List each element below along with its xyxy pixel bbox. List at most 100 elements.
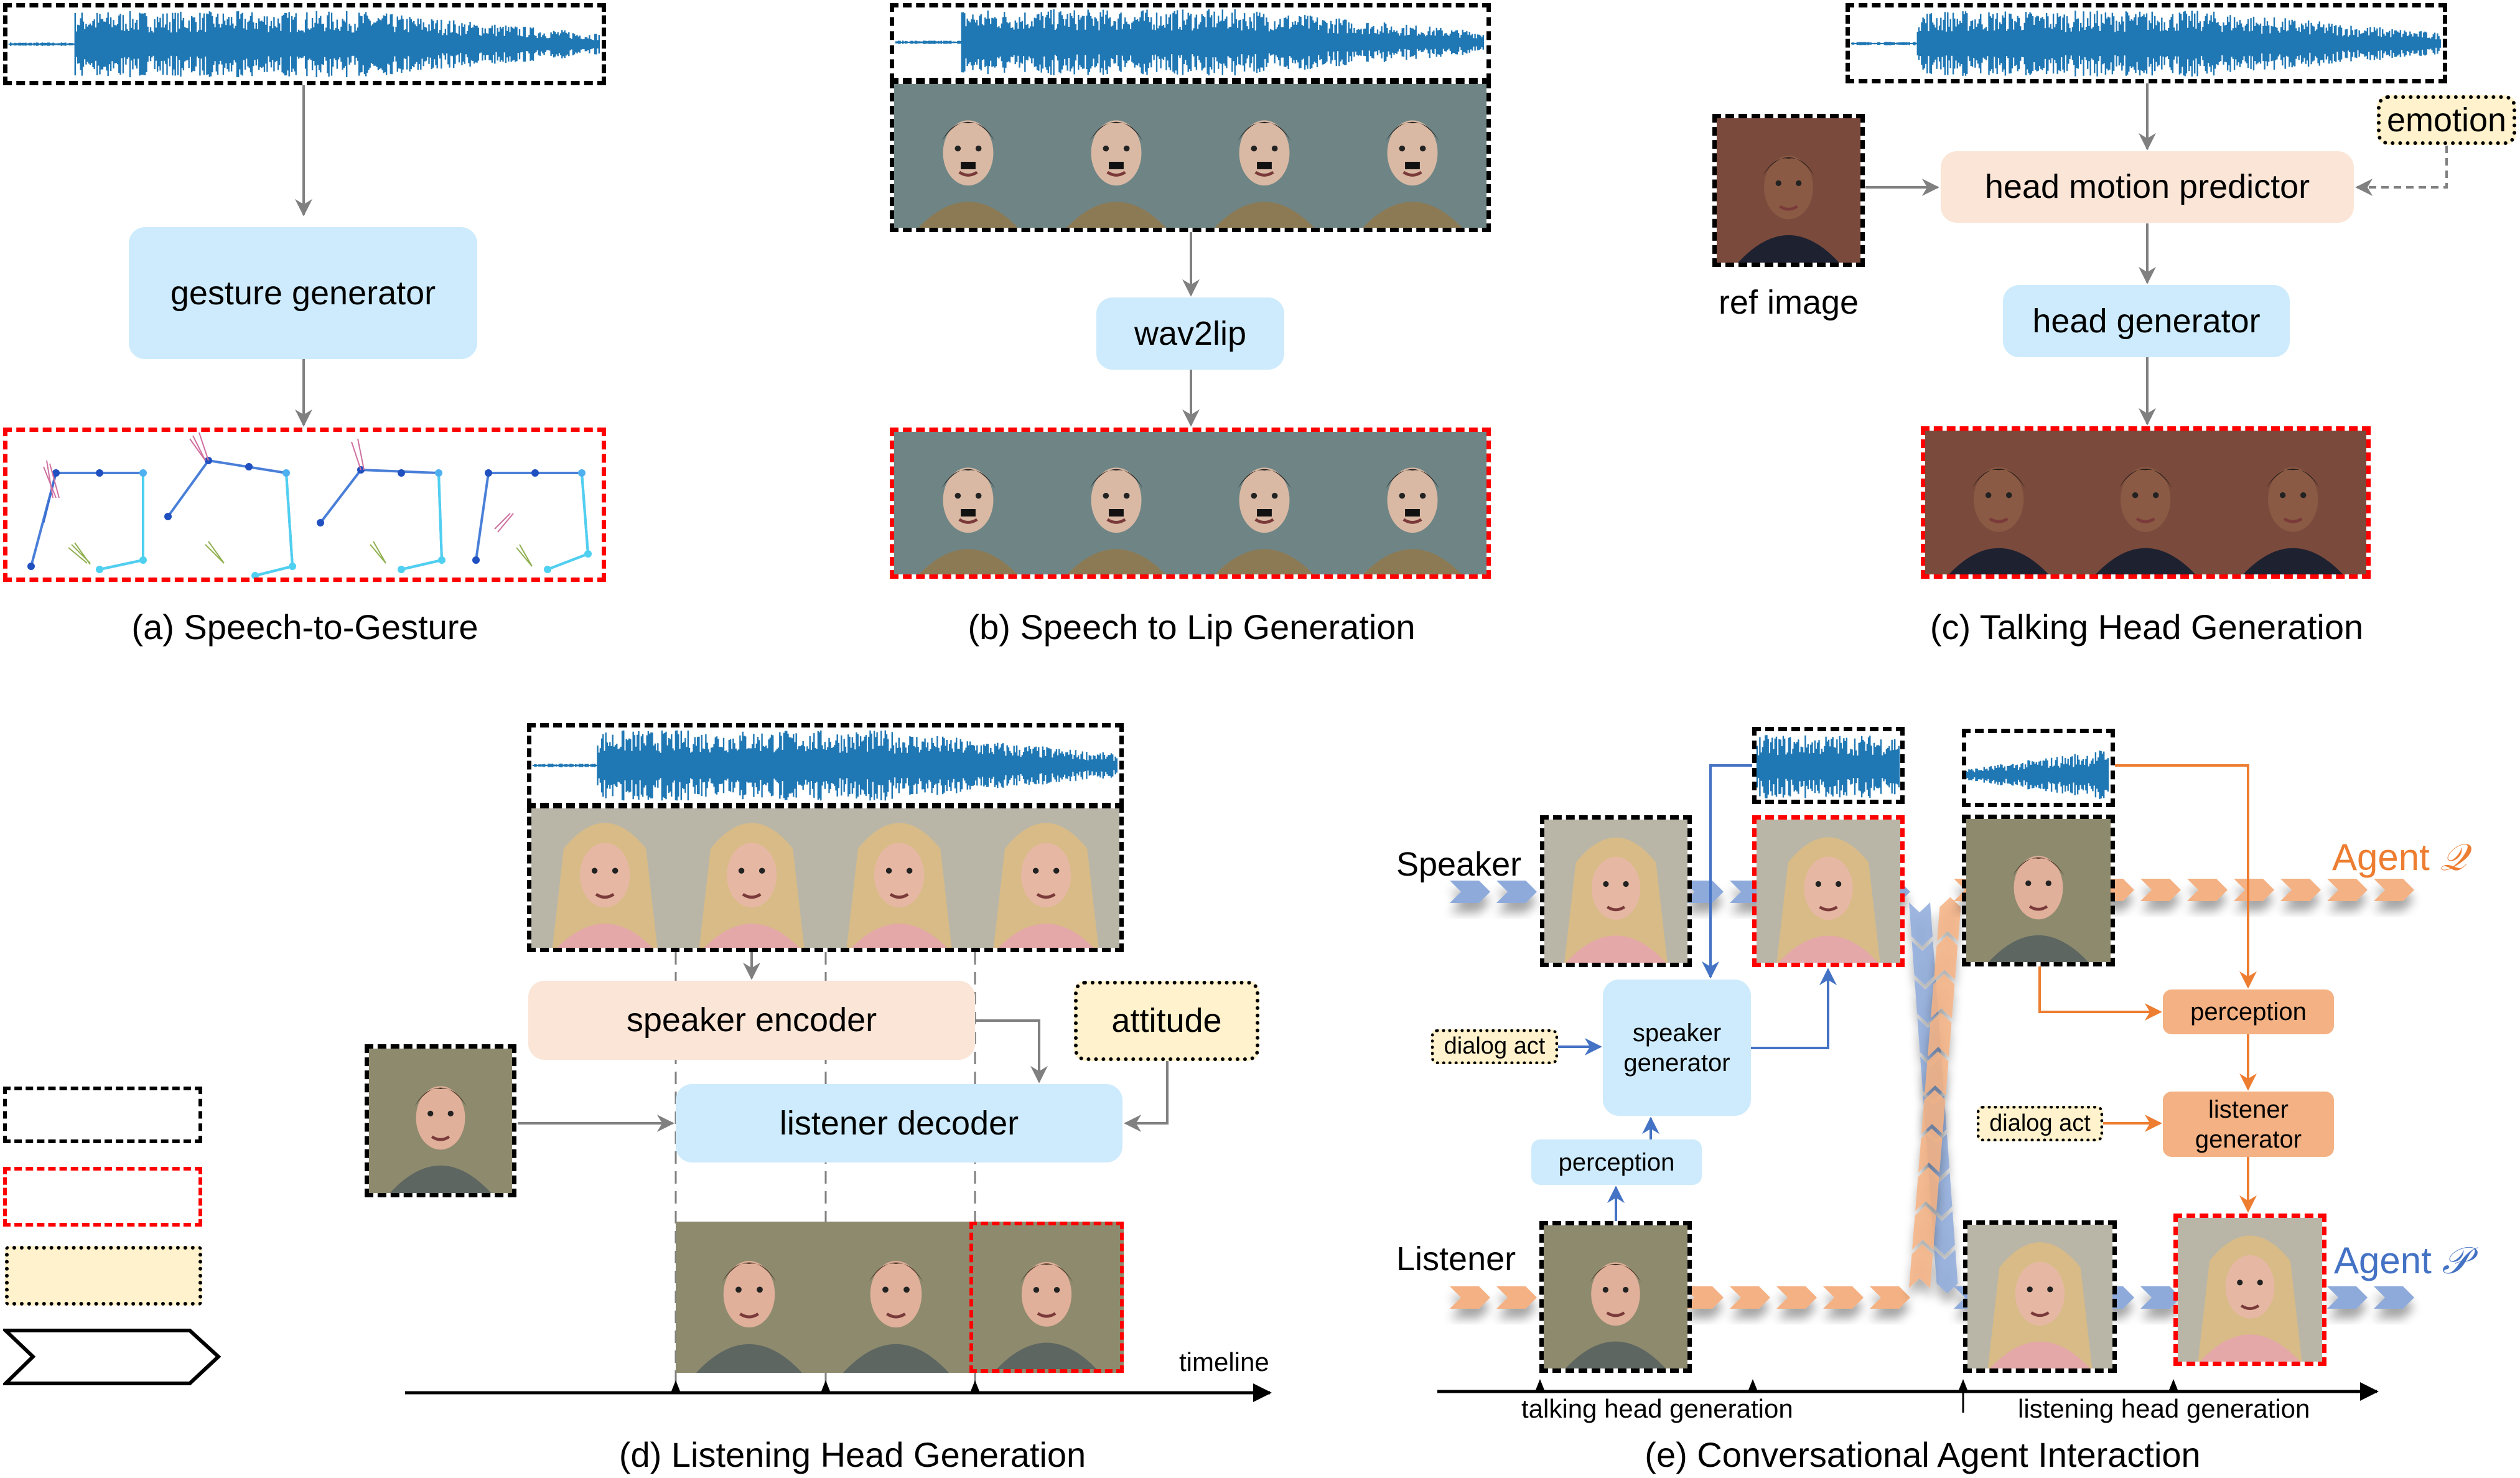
woman-face-icon <box>531 808 679 948</box>
agent-state-chevron <box>2187 879 2228 901</box>
agent-state-chevron <box>1921 1090 1946 1134</box>
ref-image-frame <box>1712 114 1865 267</box>
chaplin-frame <box>1042 84 1190 228</box>
arrow-attitude-to-decoder <box>1124 1061 1169 1132</box>
wav2lip-box: wav2lip <box>1096 297 1284 370</box>
perception-right-label: perception <box>2190 998 2307 1026</box>
agent-state-chevron <box>1776 1286 1817 1309</box>
panel-d-speaker-frames <box>527 804 1124 952</box>
woman-face-icon <box>825 808 973 948</box>
timeline-right-label: listening head generation <box>2018 1394 2310 1423</box>
listener-input-frame <box>1539 1221 1692 1373</box>
obama-face-icon <box>2072 431 2219 574</box>
speaker-frame <box>825 808 973 948</box>
waveform-path <box>1965 751 2109 799</box>
agent-state-chevron <box>2234 879 2274 901</box>
waveform-path <box>532 730 1118 801</box>
perception-left-box: perception <box>1531 1139 1702 1185</box>
listener-waveform-frame <box>1962 729 2115 807</box>
chaplin-face-icon <box>1190 84 1338 228</box>
attitude-controller: attitude <box>1074 981 1259 1061</box>
chaplin-frame <box>894 84 1042 228</box>
listener-face-e <box>1544 1225 1687 1368</box>
agent-q-frame <box>1962 815 2115 966</box>
chaplin-frame <box>894 432 1042 574</box>
gesture-generator-label: gesture generator <box>170 274 436 312</box>
speaker-row-label: Speaker <box>1396 846 1522 883</box>
panel-b-input-waveform <box>890 3 1491 82</box>
dialog-act-left-label: dialog act <box>1444 1033 1546 1060</box>
agent-q-label: Agent 𝒬 <box>2332 836 2467 879</box>
arrow-wave-to-perception <box>2115 764 2257 989</box>
speaker-output-frame <box>1752 815 1905 967</box>
man-face-icon <box>973 1225 1120 1369</box>
legend-controller <box>5 1246 202 1306</box>
skeleton-3 <box>317 438 446 573</box>
agent-state-chevron <box>2374 1286 2414 1309</box>
man-face-icon <box>823 1222 969 1373</box>
agent-p-generated-face <box>2178 1218 2322 1362</box>
speaker-frame <box>678 808 826 948</box>
head-generator-label: head generator <box>2032 302 2261 340</box>
agent-state-chevron <box>1823 1286 1864 1309</box>
woman-face-icon <box>1967 1225 2112 1368</box>
agent-state-chevron <box>1912 1205 1936 1250</box>
woman-face-icon <box>1544 820 1687 963</box>
agent-state-chevron <box>1870 1286 1910 1309</box>
agent-p-face <box>1967 1225 2112 1368</box>
emotion-label: emotion <box>2386 101 2507 139</box>
panel-a-input-waveform <box>3 3 606 85</box>
skeleton-1 <box>27 460 147 573</box>
chaplin-frame <box>1338 84 1486 228</box>
dialog-act-left: dialog act <box>1431 1029 1558 1064</box>
speaker-generated-face <box>1757 820 1900 963</box>
obama-frame <box>1925 431 2073 574</box>
perception-right-box: perception <box>2163 989 2334 1034</box>
waveform-path <box>1756 735 1900 798</box>
agent-state-chevron <box>1934 1250 1958 1294</box>
dialog-act-right: dialog act <box>1977 1106 2103 1141</box>
waveform-path <box>895 9 1484 76</box>
panel-d-output-frames <box>676 1222 1124 1373</box>
obama-frame <box>2072 431 2219 574</box>
listener-generator-label-2: generator <box>2195 1125 2302 1153</box>
listener-decoder-box: listener decoder <box>676 1084 1122 1162</box>
agent-state-chevron <box>2327 879 2368 901</box>
listener-ref-frame <box>365 1044 516 1197</box>
chaplin-face-icon <box>1190 432 1338 574</box>
gesture-skeletons <box>27 432 592 579</box>
speaker-encoder-label: speaker encoder <box>626 1001 877 1039</box>
listener-face <box>369 1049 512 1193</box>
speaker-face <box>1544 820 1687 963</box>
agent-state-chevron <box>1915 1167 1939 1211</box>
agent-q-face <box>1966 819 2111 962</box>
agent-state-chevron <box>1928 1013 1952 1057</box>
agent-q-text: Agent <box>2332 836 2430 878</box>
panel-e-arrows <box>1437 764 2379 1413</box>
arrow-speaker-generator-to-output <box>1751 968 1837 1049</box>
timeline-label: timeline <box>1179 1347 1269 1377</box>
chaplin-face-icon <box>1042 432 1190 574</box>
agent-state-chevron <box>1496 881 1537 903</box>
agent-p-symbol: 𝒫 <box>2442 1239 2469 1283</box>
waveform-e-speaker <box>1756 735 1900 798</box>
agent-q-symbol: 𝒬 <box>2440 836 2467 879</box>
agent-state-chevron <box>1683 1286 1724 1309</box>
wav2lip-label: wav2lip <box>1134 314 1247 352</box>
speaker-generator-label-2: generator <box>1623 1049 1730 1077</box>
agent-state-chevron <box>1450 1286 1490 1309</box>
agent-state-chevron <box>2140 1286 2181 1309</box>
skeleton-2 <box>164 432 296 579</box>
panel-c-arrows <box>1865 83 2448 426</box>
arrow-wave-to-speaker-generator <box>1702 764 1752 979</box>
perception-left-label: perception <box>1558 1148 1675 1176</box>
obama-face-icon <box>1717 118 1860 263</box>
timeline-ticks-e <box>1535 1379 2178 1391</box>
agent-state-chevron <box>2374 879 2414 901</box>
chaplin-frame <box>1190 432 1338 574</box>
man-face-icon <box>1544 1225 1687 1368</box>
speaker-generator-box: speaker generator <box>1603 980 1751 1116</box>
agent-state-chevron <box>1730 1286 1770 1309</box>
man-face-icon <box>369 1049 512 1193</box>
arrow-agentq-frame-to-perception <box>2038 966 2162 1021</box>
